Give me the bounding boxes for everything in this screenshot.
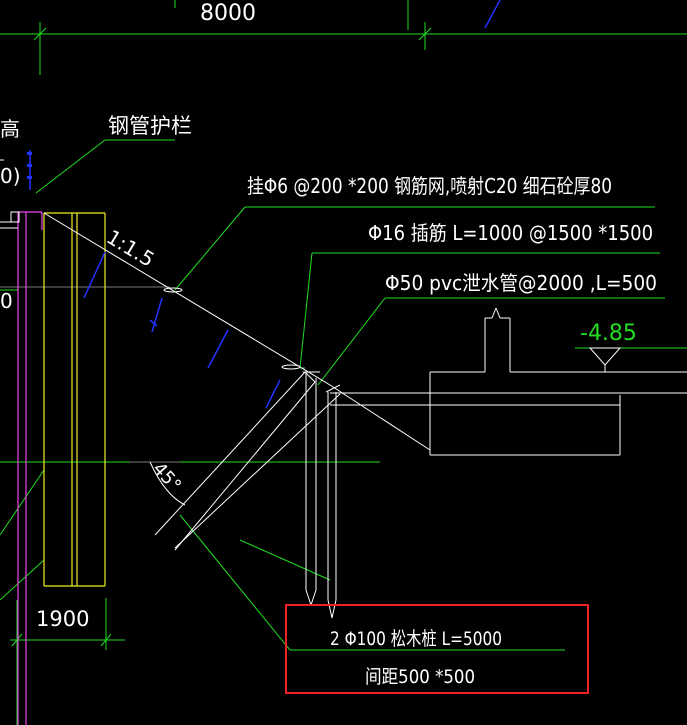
drain-label: Φ50 pvc泄水管@2000 ,L=500 <box>385 271 657 295</box>
pile-spec-label: 2 Φ100 松木桩 L=5000 <box>330 628 502 650</box>
angle-label: 45° <box>148 458 185 496</box>
dowel-label: Φ16 插筋 L=1000 @1500 *1500 <box>368 221 653 245</box>
elevation-label: -4.85 <box>580 321 637 346</box>
highlight-box <box>285 604 589 694</box>
guardrail-base-detail <box>0 211 20 229</box>
pile-spacing-label: 间距500 *500 <box>365 666 475 688</box>
left-partial-text-top: 高 <box>0 117 20 141</box>
white-structure-lines <box>0 159 687 619</box>
left-partial-text-mid: 0) <box>0 164 21 188</box>
top-dimension-text: 8000 <box>200 1 256 26</box>
blue-hatch-marks <box>29 0 501 409</box>
magenta-wall-lines <box>17 211 43 725</box>
guardrail-label: 钢管护栏 <box>108 114 192 138</box>
drain-pipe-symbols <box>163 287 301 370</box>
elevation-marker <box>588 347 622 372</box>
yellow-pile-outline <box>43 212 106 587</box>
mesh-label: 挂Φ6 @200 *200 钢筋网,喷射C20 细石砼厚80 <box>247 174 612 198</box>
bottom-dimension-text: 1900 <box>36 607 89 631</box>
left-partial-text-low: 0 <box>0 289 13 313</box>
gray-construction-lines <box>0 286 180 463</box>
blue-guardrail-ticks <box>27 152 32 179</box>
